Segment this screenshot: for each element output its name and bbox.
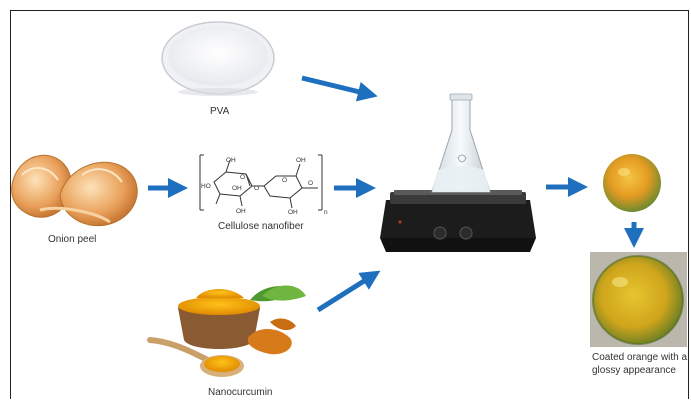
label-nanocurcumin: Nanocurcumin bbox=[208, 387, 273, 398]
label-coated-orange: Coated orange with a glossy appearance bbox=[592, 352, 688, 376]
cnf-subscript-n: n bbox=[324, 209, 328, 216]
label-pva: PVA bbox=[210, 106, 230, 117]
cnf-o-end: O bbox=[308, 180, 313, 187]
cnf-oh-bottom2: OH bbox=[288, 209, 298, 216]
cnf-o-link: O bbox=[254, 185, 259, 192]
label-cellulose-nanofiber: Cellulose nanofiber bbox=[218, 221, 304, 232]
cnf-oh-mid: OH bbox=[232, 185, 242, 192]
arrow-curcumin-to-mixer bbox=[316, 270, 381, 313]
cnf-oh-top-right: OH bbox=[296, 157, 306, 164]
process-arrows bbox=[148, 75, 644, 313]
cnf-o-ring1: O bbox=[240, 174, 245, 181]
orange-small-image bbox=[603, 154, 661, 212]
nanocurcumin-image bbox=[147, 285, 306, 377]
diagram-frame bbox=[10, 10, 689, 399]
coated-orange-photo bbox=[590, 252, 687, 347]
cnf-oh-top-left: OH bbox=[226, 157, 236, 164]
erlenmeyer-flask bbox=[431, 93, 491, 193]
cellulose-structure bbox=[199, 154, 323, 211]
cnf-ho-left: HO bbox=[201, 183, 211, 190]
cnf-o-ring2: O bbox=[282, 177, 287, 184]
cnf-oh-bottom1: OH bbox=[236, 208, 246, 215]
onion-peel-image bbox=[11, 154, 138, 227]
pva-powder-dish bbox=[161, 21, 275, 96]
hotplate-stirrer bbox=[380, 190, 536, 252]
label-onion-peel: Onion peel bbox=[48, 234, 97, 245]
arrow-pva-to-mixer bbox=[301, 75, 378, 102]
